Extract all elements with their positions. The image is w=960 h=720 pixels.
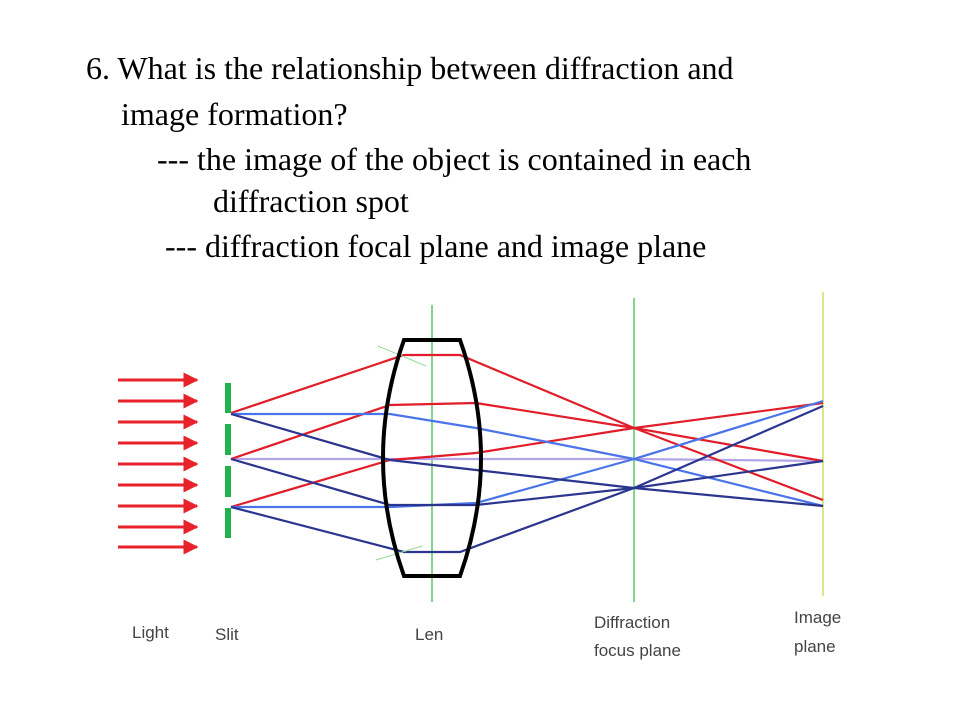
light-rays: [230, 353, 824, 554]
lens-label: Len: [415, 625, 443, 644]
lens: [381, 338, 483, 578]
diffraction-plane-label-2: focus plane: [594, 641, 681, 660]
question-line-2: image formation?: [121, 96, 348, 132]
bullet-1-line-1: --- the image of the object is contained…: [157, 141, 752, 177]
light-label: Light: [132, 623, 169, 642]
image-plane-label-2: plane: [794, 637, 836, 656]
bullet-2: --- diffraction focal plane and image pl…: [165, 228, 707, 264]
bullet-1-line-2: diffraction spot: [213, 183, 409, 219]
lens-ticks: [375, 345, 427, 561]
light-arrows: [118, 372, 199, 555]
image-plane-label-1: Image: [794, 608, 841, 627]
question-line-1: 6. What is the relationship between diff…: [86, 50, 734, 86]
slit-label: Slit: [215, 625, 239, 644]
diffraction-plane-label-1: Diffraction: [594, 613, 670, 632]
